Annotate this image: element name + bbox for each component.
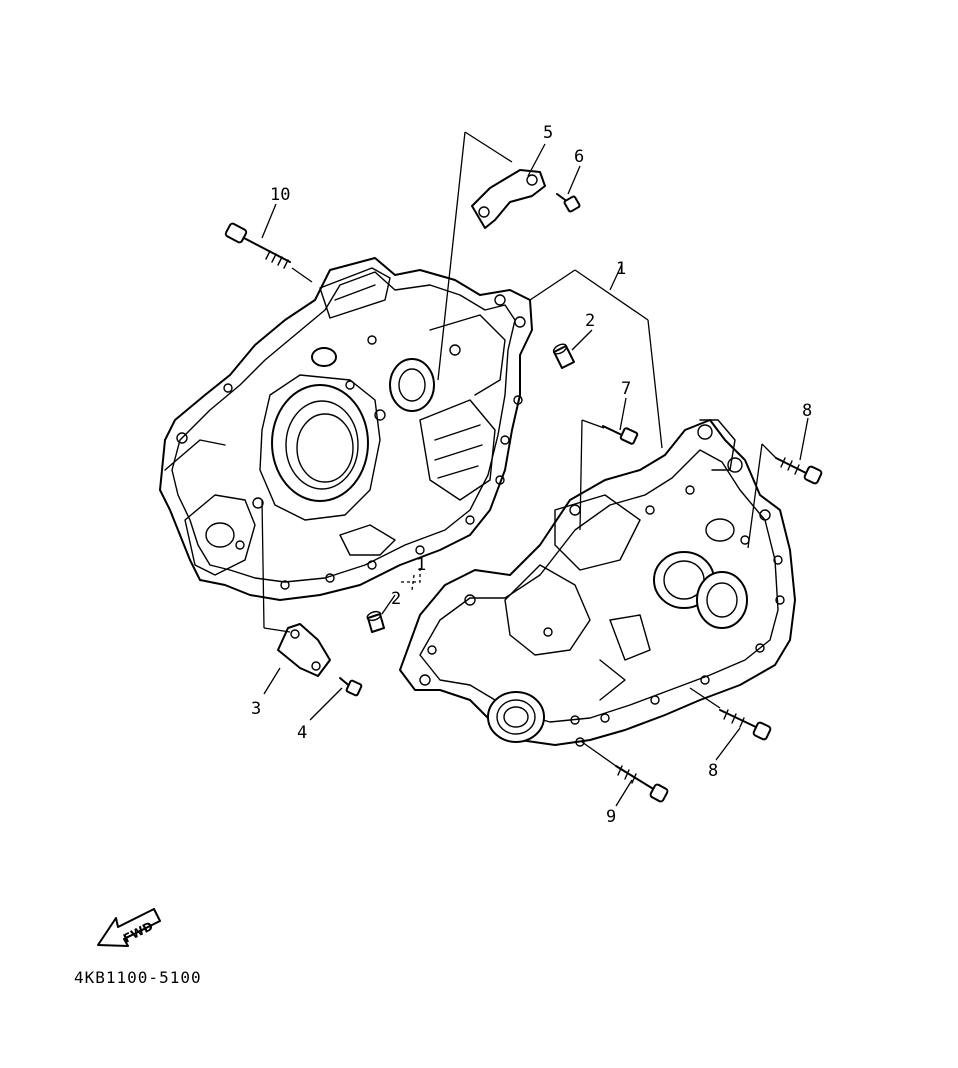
leader-lines [261, 131, 809, 807]
bracket-5 [471, 169, 546, 229]
part-code: 4KB1100-5100 [74, 968, 202, 987]
callout-7: 7 [621, 379, 631, 399]
bolt-10 [224, 222, 291, 269]
callout-2-top: 2 [585, 311, 595, 331]
bolt-6 [556, 193, 581, 213]
left-crankcase-half [159, 257, 533, 601]
dowel-pin-2-top [552, 343, 575, 369]
callout-3: 3 [251, 699, 261, 719]
bracket-3 [277, 623, 331, 677]
callout-6: 6 [574, 147, 584, 167]
callout-4: 4 [297, 723, 307, 743]
callout-9: 9 [606, 807, 616, 827]
bolt-8-top [775, 457, 823, 485]
bolt-4 [339, 677, 363, 697]
fwd-arrow-icon: FWD [97, 908, 161, 947]
right-crankcase-half [399, 419, 796, 747]
callout-2-mid: 2 [391, 589, 401, 609]
callout-1-mid: 1 [416, 555, 426, 575]
callout-8-bottom: 8 [708, 761, 718, 781]
bolt-9 [615, 765, 669, 803]
callout-10: 10 [270, 185, 290, 205]
callout-1-top: 1 [616, 259, 626, 279]
bolt-7 [602, 425, 639, 445]
dowel-pin-2-middle [366, 610, 385, 633]
callout-8-top: 8 [802, 401, 812, 421]
bolt-8-bottom [719, 709, 772, 741]
callout-5: 5 [543, 123, 553, 143]
